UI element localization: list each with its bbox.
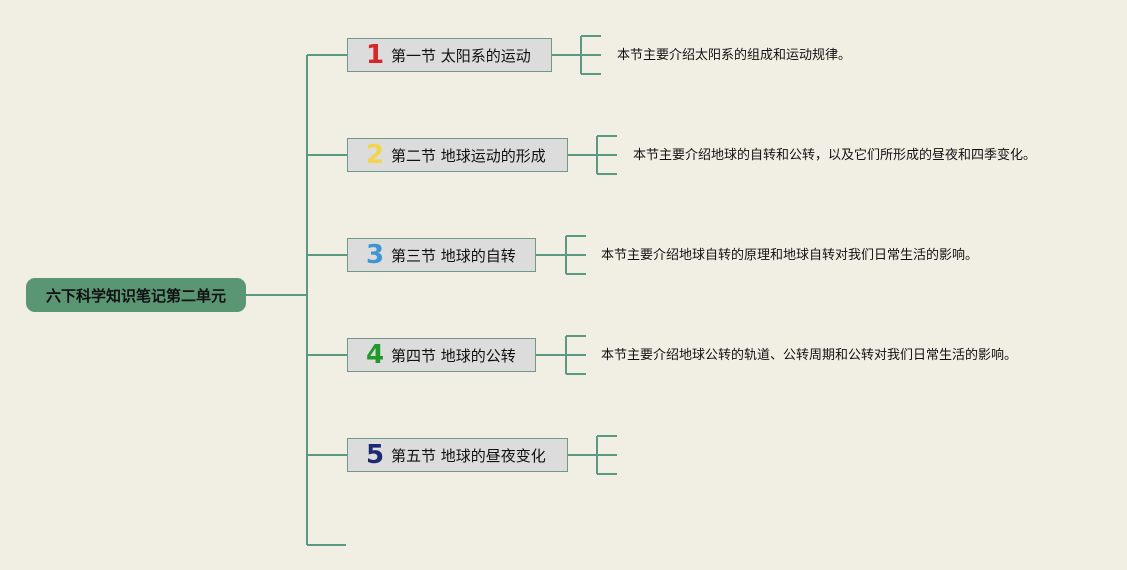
- section-description-4: 本节主要介绍地球公转的轨道、公转周期和公转对我们日常生活的影响。: [601, 348, 1018, 363]
- section-number-5: 5: [365, 440, 385, 470]
- section-number-1: 1: [365, 40, 385, 70]
- section-title-3: 第三节 地球的自转: [391, 246, 516, 265]
- section-number-4: 4: [365, 340, 385, 370]
- section-description-3: 本节主要介绍地球自转的原理和地球自转对我们日常生活的影响。: [601, 248, 979, 263]
- root-node[interactable]: 六下科学知识笔记第二单元: [26, 278, 246, 312]
- section-number-3: 3: [365, 240, 385, 270]
- section-title-5: 第五节 地球的昼夜变化: [391, 446, 546, 465]
- section-node-4[interactable]: 4 第四节 地球的公转: [347, 338, 536, 372]
- root-label: 六下科学知识笔记第二单元: [45, 286, 226, 305]
- section-number-2: 2: [365, 140, 385, 170]
- section-node-3[interactable]: 3 第三节 地球的自转: [347, 238, 536, 272]
- section-node-1[interactable]: 1 第一节 太阳系的运动: [347, 38, 552, 72]
- section-title-4: 第四节 地球的公转: [391, 346, 516, 365]
- section-node-2[interactable]: 2 第二节 地球运动的形成: [347, 138, 568, 172]
- section-description-2: 本节主要介绍地球的自转和公转，以及它们所形成的昼夜和四季变化。: [633, 148, 1037, 163]
- section-description-1: 本节主要介绍太阳系的组成和运动规律。: [617, 48, 852, 63]
- section-title-2: 第二节 地球运动的形成: [391, 146, 546, 165]
- section-title-1: 第一节 太阳系的运动: [391, 46, 531, 65]
- section-node-5[interactable]: 5 第五节 地球的昼夜变化: [347, 438, 568, 472]
